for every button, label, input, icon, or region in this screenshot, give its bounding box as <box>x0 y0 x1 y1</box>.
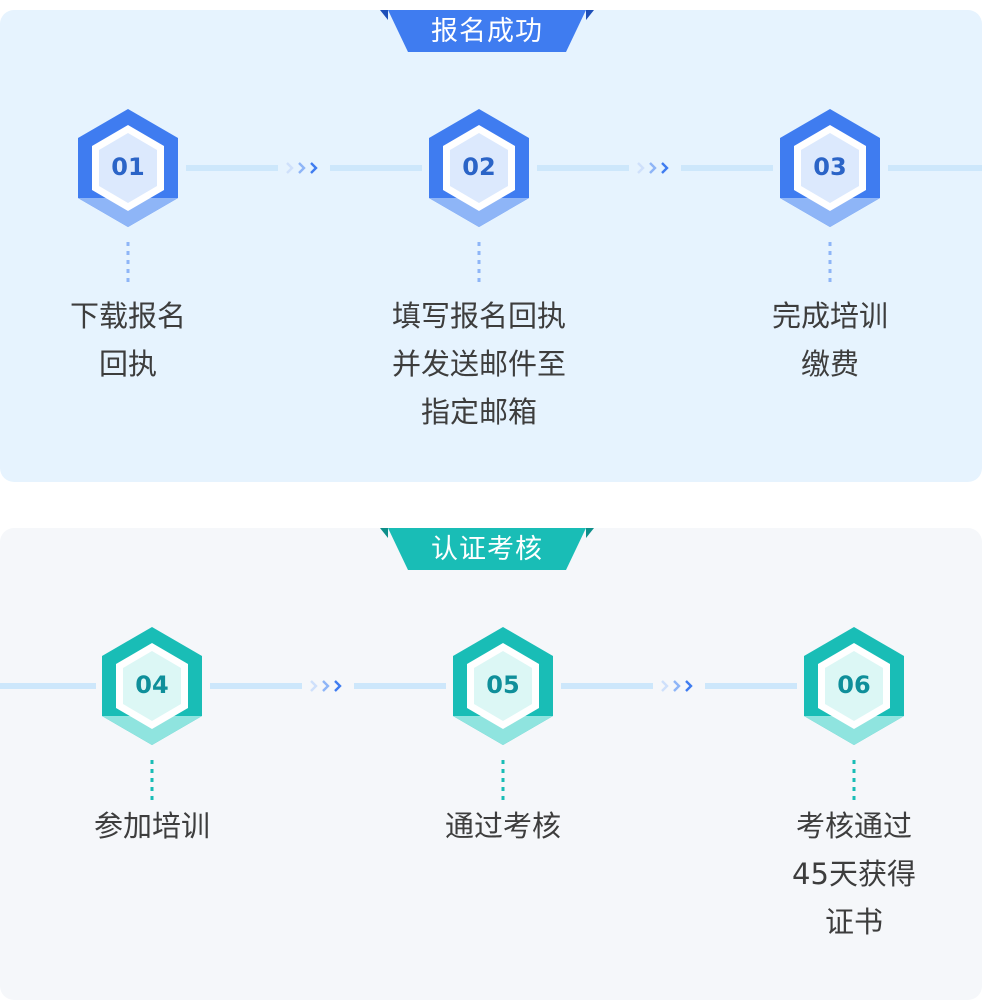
section-certification-panel: 认证考核 04 参加培训 <box>0 528 982 1000</box>
step-02-number: 02 <box>462 153 496 181</box>
step-05-number: 05 <box>486 671 520 699</box>
section-registration-panel: 报名成功 01 下载报名 回执 <box>0 10 982 482</box>
connector-line <box>681 165 773 171</box>
step-03-hexagon-icon: 03 <box>778 109 882 227</box>
dotted-connector <box>150 760 154 804</box>
step-06-label: 考核通过 45天获得 证书 <box>792 809 916 939</box>
connector-line <box>354 683 446 689</box>
step-06-hexagon-icon: 06 <box>802 627 906 745</box>
chevrons-right-icon <box>310 680 342 692</box>
step-01-number: 01 <box>111 153 145 181</box>
connector-line <box>537 165 629 171</box>
chevrons-right-icon <box>286 162 318 174</box>
step-01-label: 下载报名 回执 <box>69 299 186 381</box>
dotted-connector <box>828 242 832 286</box>
connector-line <box>186 165 278 171</box>
section-certification-banner: 认证考核 <box>380 528 594 570</box>
section-certification-title: 认证考核 <box>431 534 543 565</box>
dotted-connector <box>501 760 505 804</box>
step-06-number: 06 <box>837 671 871 699</box>
step-05-hexagon-icon: 05 <box>451 627 555 745</box>
step-03-label: 完成培训 缴费 <box>771 299 888 381</box>
connector-line <box>0 683 96 689</box>
section-registration-banner: 报名成功 <box>380 10 594 52</box>
connector-line <box>705 683 797 689</box>
connector-line <box>330 165 422 171</box>
step-02-label: 填写报名回执 并发送邮件至 指定邮箱 <box>391 299 566 429</box>
step-05-label: 通过考核 <box>444 809 561 843</box>
connector-line <box>210 683 302 689</box>
section-registration-title: 报名成功 <box>431 16 543 47</box>
step-02-hexagon-icon: 02 <box>427 109 531 227</box>
step-04-number: 04 <box>135 671 169 699</box>
dotted-connector <box>126 242 130 286</box>
step-04-hexagon-icon: 04 <box>100 627 204 745</box>
dotted-connector <box>852 760 856 804</box>
connector-line <box>561 683 653 689</box>
chevrons-right-icon <box>661 680 693 692</box>
step-01-hexagon-icon: 01 <box>76 109 180 227</box>
chevrons-right-icon <box>637 162 669 174</box>
dotted-connector <box>477 242 481 286</box>
step-03-number: 03 <box>813 153 847 181</box>
connector-line <box>888 165 982 171</box>
step-04-label: 参加培训 <box>93 809 210 843</box>
